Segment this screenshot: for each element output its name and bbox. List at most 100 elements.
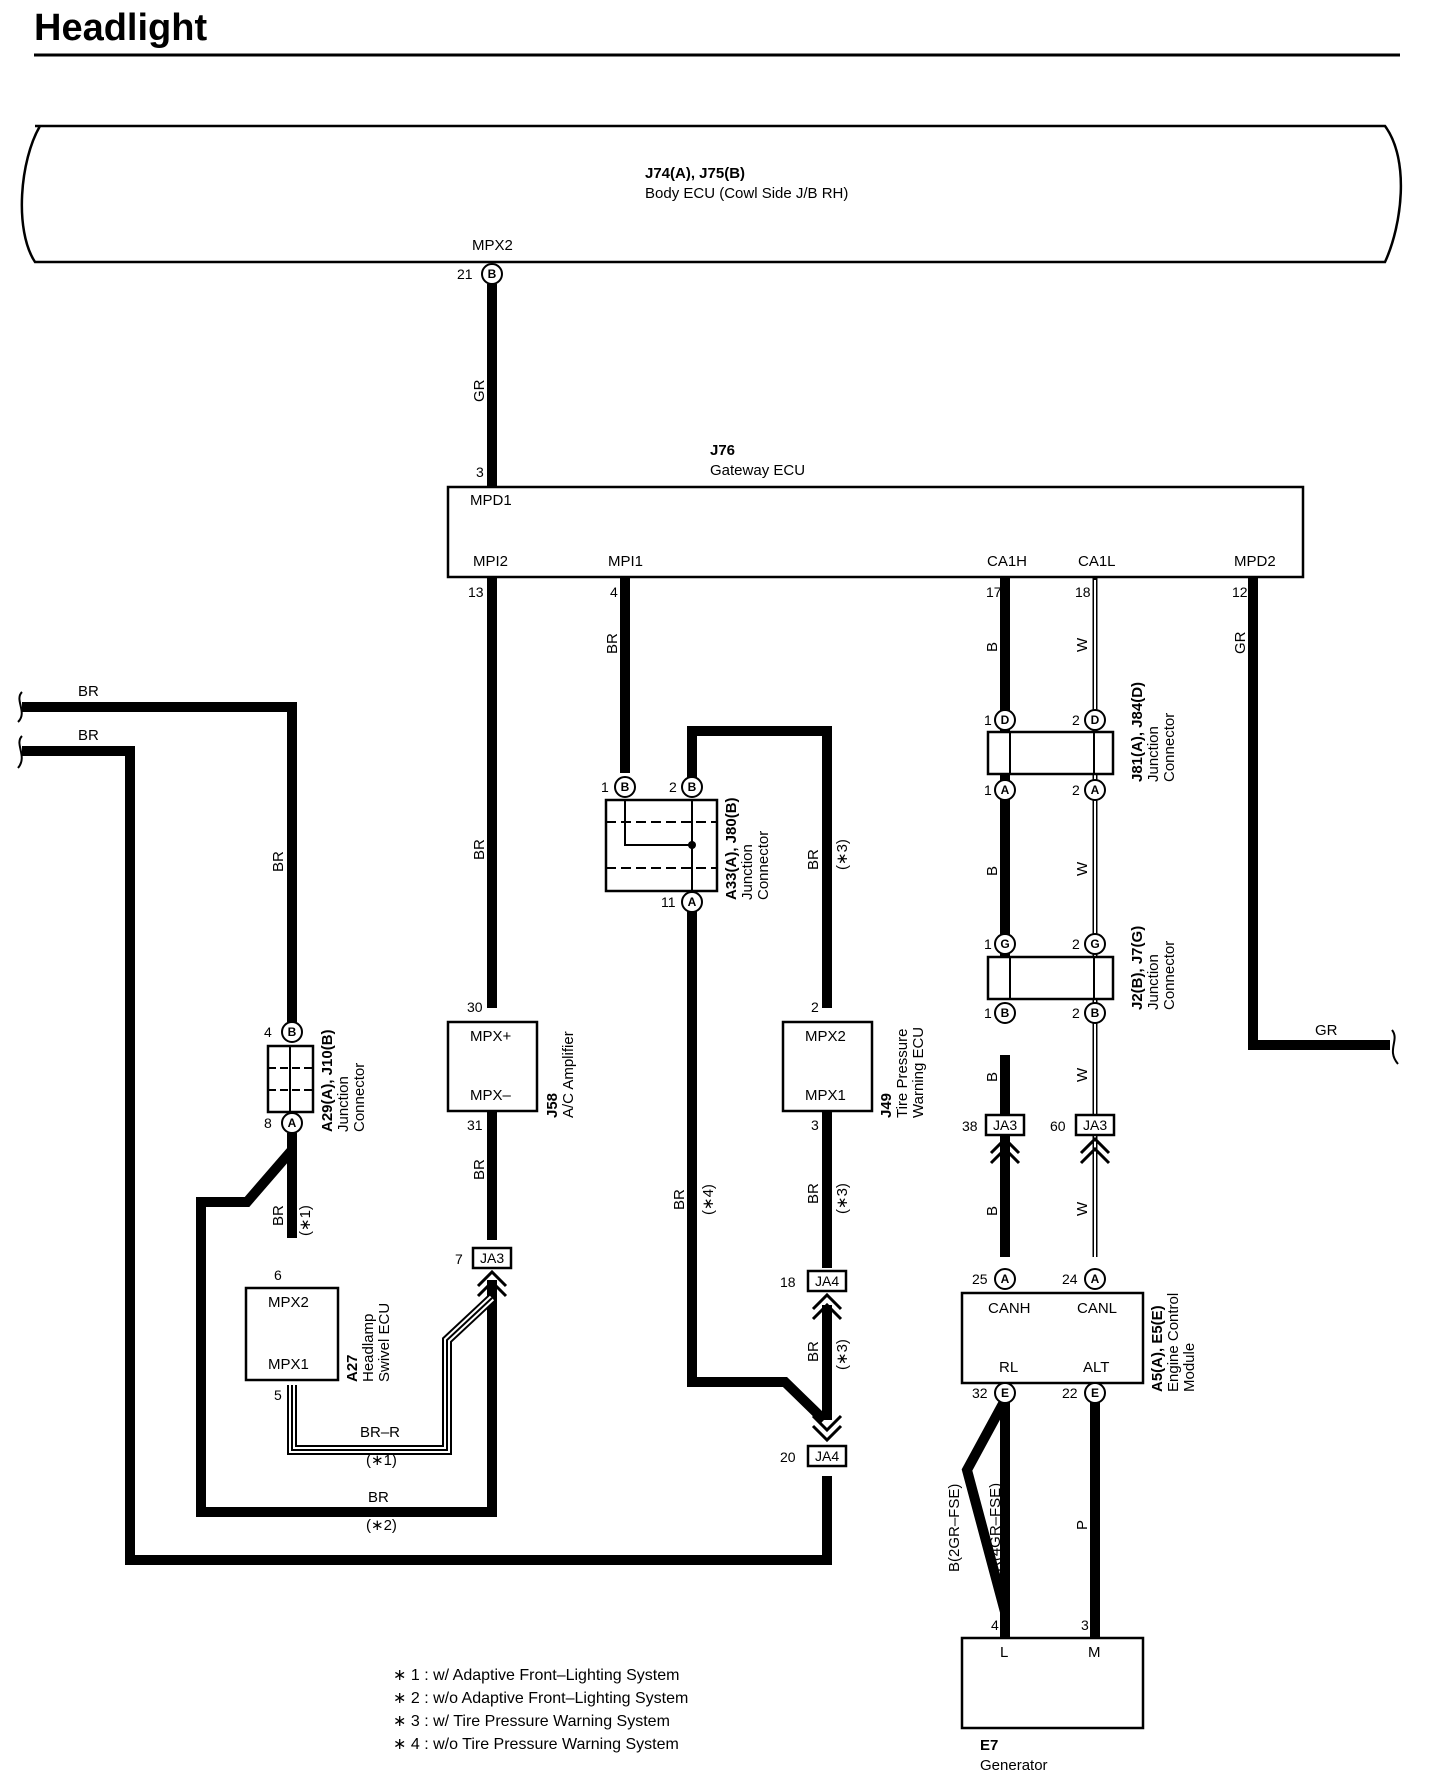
svg-text:P: P [1074, 1520, 1091, 1530]
svg-text:3: 3 [1081, 1617, 1089, 1633]
svg-text:ALT: ALT [1083, 1359, 1109, 1376]
j2-junction-connector: G G B B 1 2 1 2 J2(B), J7(G) Junction Co… [984, 926, 1178, 1024]
svg-text:A33(A), J80(B): A33(A), J80(B) [723, 797, 740, 900]
svg-text:BR: BR [604, 633, 621, 654]
svg-text:BR: BR [671, 1189, 688, 1210]
svg-text:Tire Pressure: Tire Pressure [894, 1029, 911, 1118]
svg-text:Junction: Junction [739, 844, 756, 900]
e7-generator: L M 4 3 E7 Generator [960, 1617, 1145, 1774]
svg-text:2: 2 [1072, 1005, 1080, 1021]
svg-text:(∗3): (∗3) [834, 1183, 851, 1214]
gateway-mpd2: MPD2 [1234, 553, 1276, 570]
svg-text:22: 22 [1062, 1385, 1078, 1401]
svg-text:JA3: JA3 [1083, 1117, 1107, 1133]
svg-text:A: A [688, 895, 697, 909]
svg-text:Connector: Connector [755, 831, 772, 900]
svg-text:A: A [1091, 783, 1100, 797]
body-ecu-name: Body ECU (Cowl Side J/B RH) [645, 185, 848, 202]
gateway-name: Gateway ECU [710, 462, 805, 479]
svg-text:A5(A), E5(E): A5(A), E5(E) [1149, 1305, 1166, 1392]
svg-text:Connector: Connector [1161, 941, 1178, 1010]
svg-text:B: B [288, 1025, 297, 1039]
svg-text:5: 5 [274, 1387, 282, 1403]
wire-br-left-to-a29 [22, 702, 297, 1022]
gateway-pin-mpi2: 13 [468, 584, 484, 600]
svg-text:Junction: Junction [335, 1076, 352, 1132]
svg-text:Junction: Junction [1145, 726, 1162, 782]
wire-br-ja3-loop [196, 1146, 497, 1517]
svg-text:6: 6 [274, 1267, 282, 1283]
svg-text:BR: BR [805, 849, 822, 870]
svg-text:MPX–: MPX– [470, 1087, 512, 1104]
thick-wires [22, 284, 1390, 1638]
ja3-connector-38: JA3 38 [962, 1113, 1026, 1165]
svg-text:2: 2 [1072, 782, 1080, 798]
svg-text:B: B [984, 642, 1001, 652]
wire-break-marks [17, 691, 1399, 1065]
svg-text:A27: A27 [344, 1354, 361, 1382]
wire-br-r-shielded [287, 1294, 496, 1455]
svg-text:Engine Control: Engine Control [1165, 1293, 1182, 1392]
svg-text:2: 2 [1072, 712, 1080, 728]
svg-text:M: M [1088, 1644, 1101, 1661]
svg-text:MPX+: MPX+ [470, 1028, 512, 1045]
svg-text:J49: J49 [878, 1093, 895, 1118]
svg-text:GR: GR [1315, 1022, 1338, 1039]
body-ecu-code: J74(A), J75(B) [645, 165, 745, 182]
svg-text:MPX1: MPX1 [268, 1356, 309, 1373]
svg-text:8: 8 [264, 1115, 272, 1131]
svg-text:1: 1 [984, 1005, 992, 1021]
svg-text:Swivel ECU: Swivel ECU [376, 1303, 393, 1382]
gateway-pin-mpd1: 3 [476, 464, 484, 480]
svg-text:7: 7 [455, 1251, 463, 1267]
svg-text:(∗1): (∗1) [366, 1452, 397, 1469]
body-ecu-box: J74(A), J75(B) Body ECU (Cowl Side J/B R… [20, 124, 1403, 264]
svg-text:E7: E7 [980, 1737, 998, 1754]
wire-gr-mpd2 [1248, 577, 1390, 1050]
j81-junction-connector: D D A A 1 2 1 2 J81(A), J84(D) Junction … [984, 682, 1178, 801]
wire-b-2gr-fse [961, 1397, 1010, 1614]
svg-text:L: L [1000, 1644, 1008, 1661]
ja3-connector-left: JA3 7 [455, 1246, 513, 1298]
svg-text:A: A [1001, 783, 1010, 797]
svg-text:60: 60 [1050, 1118, 1066, 1134]
svg-text:2: 2 [1072, 936, 1080, 952]
footnote-1: ∗ 1 : w/ Adaptive Front–Lighting System [393, 1667, 679, 1684]
svg-text:(∗1): (∗1) [297, 1205, 314, 1236]
footnotes: ∗ 1 : w/ Adaptive Front–Lighting System … [393, 1667, 688, 1753]
svg-text:32: 32 [972, 1385, 988, 1401]
svg-text:25: 25 [972, 1271, 988, 1287]
svg-text:BR: BR [270, 851, 287, 872]
ja4-connector-18: JA4 18 [780, 1269, 848, 1321]
svg-text:J58: J58 [544, 1093, 561, 1118]
svg-text:D: D [1091, 713, 1100, 727]
j58-ac-amplifier: MPX+ MPX– 30 31 J58 A/C Amplifier [446, 999, 577, 1133]
page-title: Headlight [34, 7, 207, 49]
svg-text:31: 31 [467, 1117, 483, 1133]
svg-text:1: 1 [984, 712, 992, 728]
gateway-pin-ca1h: 17 [986, 584, 1002, 600]
svg-text:B: B [984, 1072, 1001, 1082]
gateway-pin-mpi1: 4 [610, 584, 618, 600]
svg-text:B: B [984, 866, 1001, 876]
svg-text:(∗2): (∗2) [366, 1517, 397, 1534]
svg-text:B: B [488, 267, 497, 281]
svg-text:W: W [1074, 861, 1091, 876]
svg-text:B: B [688, 780, 697, 794]
svg-text:1: 1 [984, 936, 992, 952]
svg-text:(∗3): (∗3) [834, 839, 851, 870]
svg-text:4: 4 [991, 1617, 999, 1633]
svg-text:B: B [621, 780, 630, 794]
footnote-3: ∗ 3 : w/ Tire Pressure Warning System [393, 1713, 670, 1730]
svg-text:E: E [1091, 1386, 1099, 1400]
gateway-code: J76 [710, 442, 735, 459]
svg-text:Junction: Junction [1145, 954, 1162, 1010]
a29-junction-connector: B A 4 8 A29(A), J10(B) Junction Connecto… [264, 1021, 368, 1134]
svg-text:A: A [1091, 1272, 1100, 1286]
svg-text:38: 38 [962, 1118, 978, 1134]
svg-text:A29(A), J10(B): A29(A), J10(B) [319, 1029, 336, 1132]
svg-text:MPX2: MPX2 [805, 1028, 846, 1045]
ja3-connector-60: JA3 60 [1050, 1113, 1116, 1165]
svg-text:B: B [1001, 1006, 1010, 1020]
